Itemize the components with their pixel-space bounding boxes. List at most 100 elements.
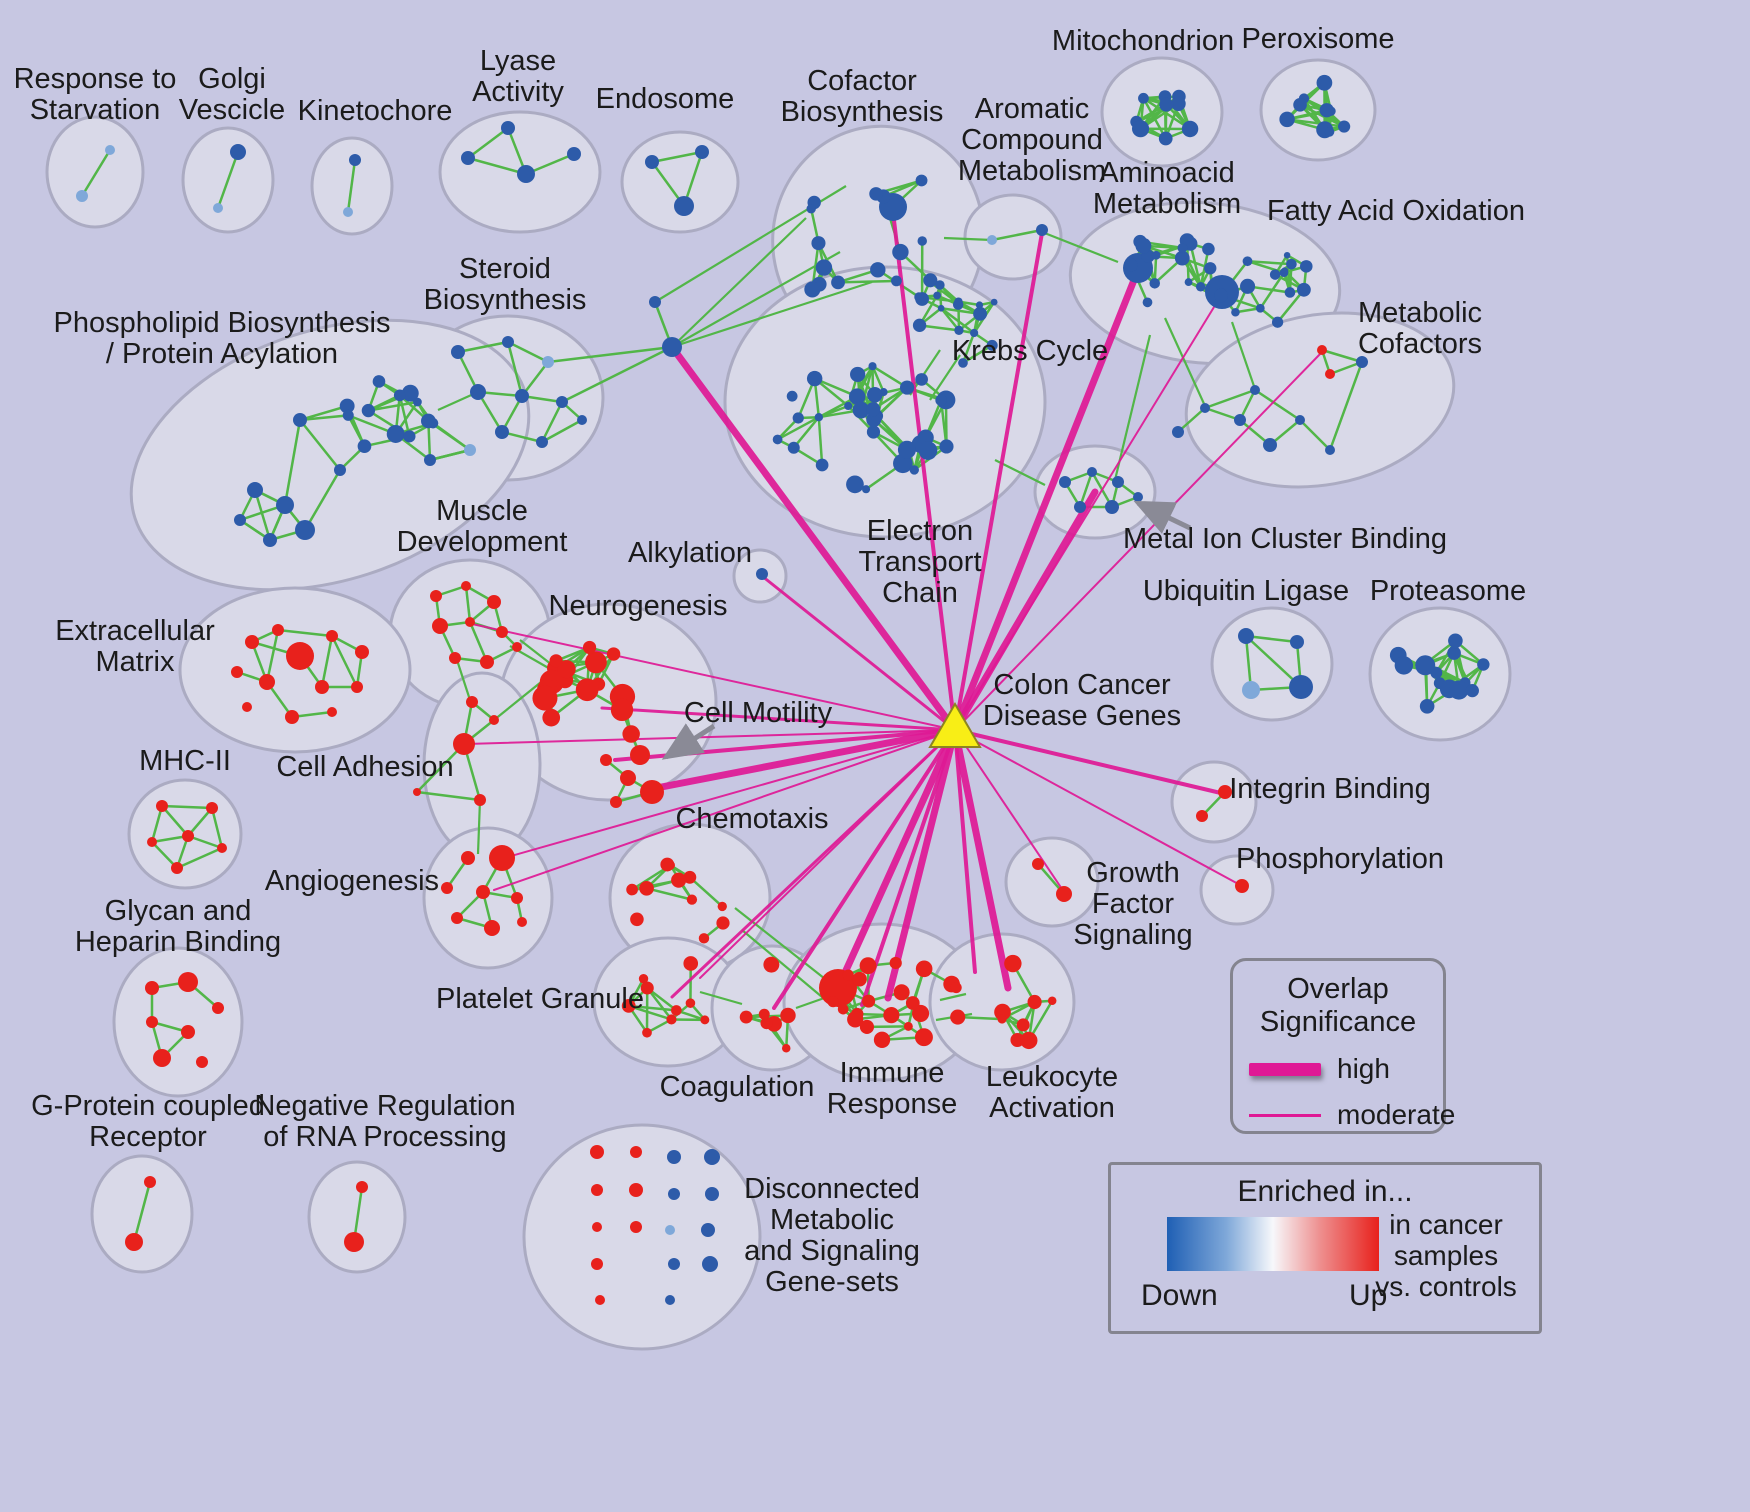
gene-set-node bbox=[590, 1145, 604, 1159]
gene-set-node bbox=[1289, 675, 1313, 699]
gene-set-node bbox=[852, 972, 867, 987]
gene-set-node bbox=[874, 1032, 890, 1048]
gene-set-node bbox=[1263, 438, 1277, 452]
overlap-high-swatch bbox=[1249, 1063, 1321, 1076]
gene-set-node bbox=[630, 913, 644, 927]
label-peroxisome: Peroxisome bbox=[1241, 23, 1394, 55]
gene-set-node bbox=[607, 647, 620, 660]
gene-set-node bbox=[883, 1007, 899, 1023]
gene-set-node bbox=[1152, 251, 1161, 260]
label-cell-motility: Cell Motility bbox=[684, 697, 833, 729]
gene-set-node bbox=[441, 882, 453, 894]
gene-set-node bbox=[910, 465, 919, 474]
gene-set-node bbox=[1240, 279, 1255, 294]
gene-set-node bbox=[576, 678, 599, 701]
gene-set-node bbox=[1185, 278, 1193, 286]
gene-set-node bbox=[811, 236, 825, 250]
gene-set-node bbox=[1143, 297, 1153, 307]
gene-set-node bbox=[890, 957, 902, 969]
cluster-ellipse-peroxisome bbox=[1261, 60, 1375, 160]
gene-set-node bbox=[705, 1187, 719, 1201]
gene-set-node bbox=[846, 475, 864, 493]
gene-set-node bbox=[272, 624, 284, 636]
gene-set-node bbox=[1017, 1018, 1030, 1031]
gene-set-node bbox=[892, 244, 908, 260]
gene-set-node bbox=[700, 1015, 709, 1024]
gene-set-node bbox=[699, 933, 709, 943]
gene-set-node bbox=[1020, 1032, 1037, 1049]
gene-set-node bbox=[480, 655, 494, 669]
gene-set-node bbox=[484, 920, 500, 936]
gene-set-node bbox=[517, 165, 535, 183]
gene-set-node bbox=[1214, 289, 1228, 303]
gene-set-node bbox=[1059, 476, 1071, 488]
gene-set-node bbox=[487, 595, 501, 609]
gene-set-node bbox=[349, 154, 361, 166]
gene-set-node bbox=[558, 660, 576, 678]
gene-set-node bbox=[474, 794, 486, 806]
gene-set-node bbox=[695, 145, 709, 159]
gene-set-node bbox=[476, 885, 490, 899]
gene-set-node bbox=[362, 404, 375, 417]
gene-set-node bbox=[156, 800, 168, 812]
gene-set-node bbox=[1293, 98, 1307, 112]
cluster-ellipse-extracellular-matrix bbox=[180, 588, 410, 752]
gene-set-node bbox=[145, 981, 159, 995]
gene-set-node bbox=[451, 912, 463, 924]
gene-set-node bbox=[1032, 858, 1044, 870]
gene-set-node bbox=[334, 464, 346, 476]
gene-set-node bbox=[1325, 445, 1335, 455]
gene-set-node bbox=[915, 1028, 933, 1046]
gene-set-node bbox=[358, 439, 372, 453]
gene-set-node bbox=[718, 902, 727, 911]
gene-set-node bbox=[556, 396, 568, 408]
gene-set-node bbox=[1242, 681, 1260, 699]
gene-set-node bbox=[1447, 646, 1461, 660]
gene-set-node bbox=[542, 709, 560, 727]
gene-set-node bbox=[1172, 426, 1184, 438]
gene-set-node bbox=[991, 299, 998, 306]
gene-set-node bbox=[773, 435, 783, 445]
gene-set-node bbox=[1235, 879, 1249, 893]
gene-set-node bbox=[213, 203, 223, 213]
gene-set-node bbox=[242, 702, 252, 712]
gene-set-node bbox=[286, 642, 314, 670]
gene-set-node bbox=[665, 1225, 675, 1235]
gene-set-node bbox=[935, 280, 945, 290]
gene-set-node bbox=[1036, 224, 1048, 236]
gene-set-node bbox=[196, 1056, 208, 1068]
gene-set-node bbox=[536, 436, 548, 448]
gene-set-node bbox=[668, 1188, 680, 1200]
gene-set-node bbox=[259, 674, 275, 690]
gene-set-node bbox=[1112, 476, 1124, 488]
gene-set-node bbox=[532, 686, 557, 711]
gene-set-node bbox=[933, 292, 941, 300]
gene-set-node bbox=[716, 916, 729, 929]
gene-set-node bbox=[645, 155, 659, 169]
gene-set-node bbox=[502, 336, 514, 348]
gene-set-node bbox=[387, 425, 405, 443]
gene-set-node bbox=[904, 1022, 913, 1031]
gene-set-node bbox=[585, 651, 607, 673]
gene-set-node bbox=[1234, 414, 1246, 426]
label-kinetochore: Kinetochore bbox=[298, 95, 453, 127]
gene-set-node bbox=[1320, 103, 1334, 117]
label-cell-adhesion: Cell Adhesion bbox=[276, 751, 453, 783]
gene-set-node bbox=[759, 1009, 770, 1020]
gene-set-node bbox=[1286, 259, 1297, 270]
gene-set-node bbox=[356, 1181, 368, 1193]
gene-set-node bbox=[906, 996, 920, 1010]
gene-set-node bbox=[804, 281, 820, 297]
gene-set-node bbox=[998, 1015, 1007, 1024]
gene-set-node bbox=[343, 410, 354, 421]
label-alkylation: Alkylation bbox=[628, 537, 752, 569]
gene-set-node bbox=[935, 394, 946, 405]
gene-set-node bbox=[1295, 415, 1305, 425]
gene-set-node bbox=[938, 305, 945, 312]
